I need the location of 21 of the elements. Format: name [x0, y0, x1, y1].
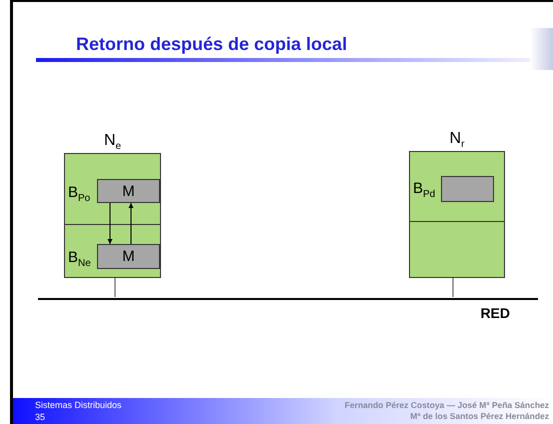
region-label: B$_{Po}$	[68, 184, 90, 204]
memory-region	[64, 224, 161, 278]
memory-region	[409, 151, 505, 222]
memory-block: M	[97, 179, 160, 203]
connector-line	[452, 278, 454, 298]
empty-memory-block	[441, 176, 494, 202]
region-label: B$_{Ne}$	[68, 249, 91, 269]
network-label: RED	[480, 305, 510, 321]
footer-text: Sistemas Distribuidos	[35, 400, 122, 410]
memory-region	[64, 153, 161, 225]
region-label: B$_{Pd}$	[413, 180, 436, 200]
arrow	[108, 202, 112, 244]
footer-text: Mª de los Santos Pérez Hernández	[410, 411, 549, 421]
memory-region	[409, 221, 505, 278]
node-heading: N$_{e}$	[102, 132, 122, 152]
memory-block: M	[97, 244, 160, 269]
page-number: 35	[35, 412, 46, 422]
arrow	[128, 202, 134, 244]
connector-line	[114, 278, 116, 298]
node-heading: N$_{r}$	[448, 130, 466, 150]
footer-text: Fernando Pérez Costoya — José Mª Peña Sánchez	[344, 400, 549, 410]
